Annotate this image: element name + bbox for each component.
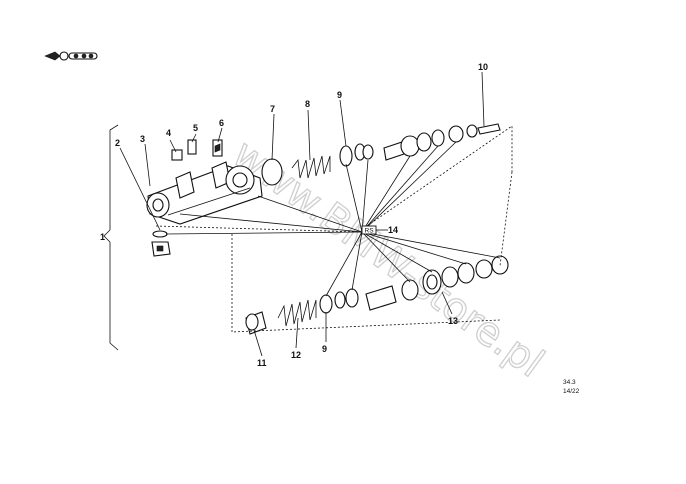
group-bracket xyxy=(103,124,119,351)
callout-leaders xyxy=(119,71,485,357)
callout-2: 2 xyxy=(115,138,120,148)
callout-4: 4 xyxy=(166,128,171,138)
callout-3: 3 xyxy=(140,134,145,144)
lower-piston-assembly xyxy=(245,255,509,335)
callout-12: 12 xyxy=(291,350,301,360)
svg-text:RS: RS xyxy=(365,228,375,235)
callout-10: 10 xyxy=(478,62,488,72)
callout-9-lower: 9 xyxy=(322,344,327,354)
callout-5: 5 xyxy=(193,123,198,133)
leader-lines xyxy=(165,141,501,297)
callout-14: 14 xyxy=(388,225,398,235)
callout-11: 11 xyxy=(257,358,267,368)
callout-7: 7 xyxy=(270,104,275,114)
spring-upper xyxy=(291,155,331,179)
reference-code: 34.3 xyxy=(563,379,576,386)
reference-page: 14/22 xyxy=(563,388,580,395)
fitting-parts xyxy=(151,139,223,257)
callout-8: 8 xyxy=(305,99,310,109)
upper-piston-assembly xyxy=(339,123,501,167)
callout-1: 1 xyxy=(100,232,105,242)
brand-logo-icon xyxy=(44,51,98,61)
callout-13: 13 xyxy=(448,316,458,326)
callout-6: 6 xyxy=(219,118,224,128)
rs-box: RS xyxy=(361,225,377,235)
master-cylinder-body xyxy=(146,161,263,225)
o-ring xyxy=(261,158,283,186)
callout-9-upper: 9 xyxy=(337,90,342,100)
lower-outline xyxy=(231,171,513,333)
